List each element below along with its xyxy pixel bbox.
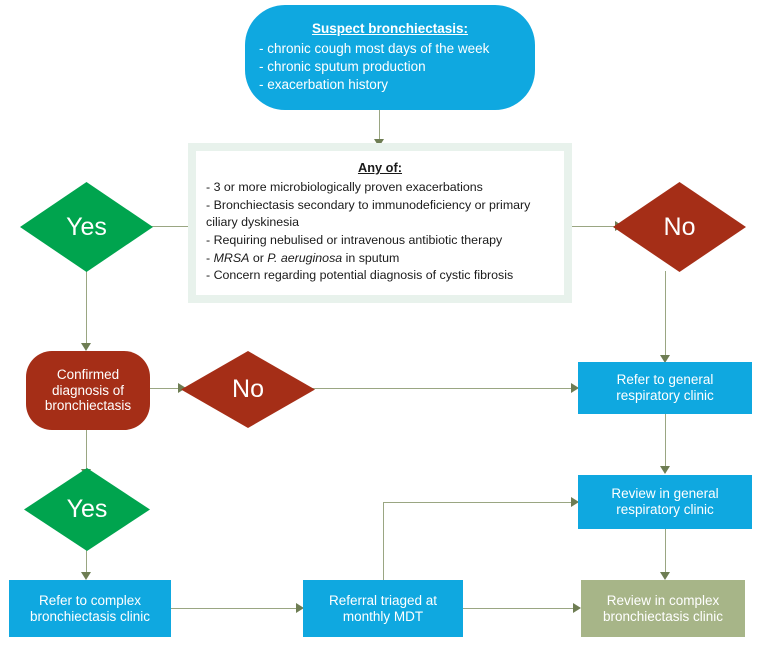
node-confirmed-diagnosis[interactable]: Confirmed diagnosis of bronchiectasis xyxy=(26,351,150,430)
connector-criteria-to-yes-top xyxy=(140,226,190,227)
suspect-item-1: - chronic sputum production xyxy=(259,59,426,74)
node-criteria-box[interactable]: Any of: - 3 or more microbiologically pr… xyxy=(188,143,572,303)
node-refer-general-respiratory-clinic[interactable]: Refer to general respiratory clinic xyxy=(578,362,752,414)
connector-confirmed-to-no-mid xyxy=(150,388,182,389)
criteria-item-2: - Requiring nebulised or intravenous ant… xyxy=(206,232,503,247)
node-suspect-bronchiectasis[interactable]: Suspect bronchiectasis: - chronic cough … xyxy=(245,5,535,110)
refer-general-label: Refer to general respiratory clinic xyxy=(616,372,714,403)
node-review-complex-bronchiectasis-clinic[interactable]: Review in complex bronchiectasis clinic xyxy=(581,580,745,637)
connector-criteria-to-no-top xyxy=(571,226,619,227)
connector-confirmed-to-yes-bottom xyxy=(86,430,87,473)
node-decision-yes-bottom[interactable]: Yes xyxy=(24,468,150,551)
connector-mdt-to-review-complex xyxy=(462,608,578,609)
node-decision-no-mid[interactable]: No xyxy=(181,351,315,428)
arrowhead-yes-top-to-confirmed xyxy=(81,343,91,351)
criteria-item-4: - Concern regarding potential diagnosis … xyxy=(206,268,514,283)
node-refer-complex-bronchiectasis-clinic[interactable]: Refer to complex bronchiectasis clinic xyxy=(9,580,171,637)
arrowhead-review-general-to-review-complex xyxy=(660,572,670,580)
arrowhead-confirmed-to-no-mid xyxy=(178,383,186,393)
no-top-label: No xyxy=(663,212,696,241)
connector-yes-bottom-to-refer-complex xyxy=(86,549,87,576)
no-mid-label: No xyxy=(232,375,264,403)
node-decision-no-top[interactable]: No xyxy=(613,182,746,272)
arrowhead-yes-bottom-to-refer-complex xyxy=(81,572,91,580)
criteria-heading: Any of: xyxy=(357,160,403,175)
criteria-item-0: - 3 or more microbiologically proven exa… xyxy=(206,180,483,195)
connector-refer-general-to-review-general xyxy=(665,414,666,472)
suspect-item-2: - exacerbation history xyxy=(259,76,389,92)
criteria-item-3: - MRSA or P. aeruginosa in sputum xyxy=(206,250,400,265)
suspect-heading: Suspect bronchiectasis: xyxy=(311,21,469,37)
connector-no-top-to-refer-general xyxy=(665,271,666,359)
confirmed-diagnosis-label: Confirmed diagnosis of bronchiectasis xyxy=(44,366,132,414)
triaged-mdt-label: Referral triaged at monthly MDT xyxy=(328,592,438,624)
criteria-inner: Any of: - 3 or more microbiologically pr… xyxy=(196,151,564,295)
connector-no-mid-to-refer-general xyxy=(264,388,576,389)
node-review-general-respiratory-clinic[interactable]: Review in general respiratory clinic xyxy=(578,475,752,529)
connector-mdt-to-review-general-horizontal xyxy=(383,502,576,503)
arrowhead-refer-general-to-review-general xyxy=(660,466,670,474)
yes-bottom-label: Yes xyxy=(66,495,108,523)
connector-refer-complex-to-mdt xyxy=(170,608,300,609)
arrowhead-no-top-to-refer-general xyxy=(660,355,670,363)
suspect-item-0: - chronic cough most days of the week xyxy=(259,41,490,57)
connector-mdt-to-review-general-vertical xyxy=(383,502,384,580)
arrowhead-no-mid-to-refer-general xyxy=(571,383,579,393)
connector-review-general-to-review-complex xyxy=(665,529,666,577)
connector-yes-top-to-confirmed xyxy=(86,271,87,346)
review-complex-label: Review in complex bronchiectasis clinic xyxy=(602,592,724,624)
review-general-label: Review in general respiratory clinic xyxy=(611,486,719,517)
arrowhead-mdt-to-review-complex xyxy=(573,603,581,613)
arrowhead-mdt-to-review-general xyxy=(571,497,579,507)
yes-top-label: Yes xyxy=(66,212,107,241)
criteria-item-1: - Bronchiectasis secondary to immunodefi… xyxy=(206,197,531,230)
node-referral-triaged-mdt[interactable]: Referral triaged at monthly MDT xyxy=(303,580,463,637)
arrowhead-refer-complex-to-mdt xyxy=(296,603,304,613)
refer-complex-label: Refer to complex bronchiectasis clinic xyxy=(29,592,151,624)
node-decision-yes-top[interactable]: Yes xyxy=(20,182,153,272)
connector-suspect-to-criteria xyxy=(379,109,380,142)
